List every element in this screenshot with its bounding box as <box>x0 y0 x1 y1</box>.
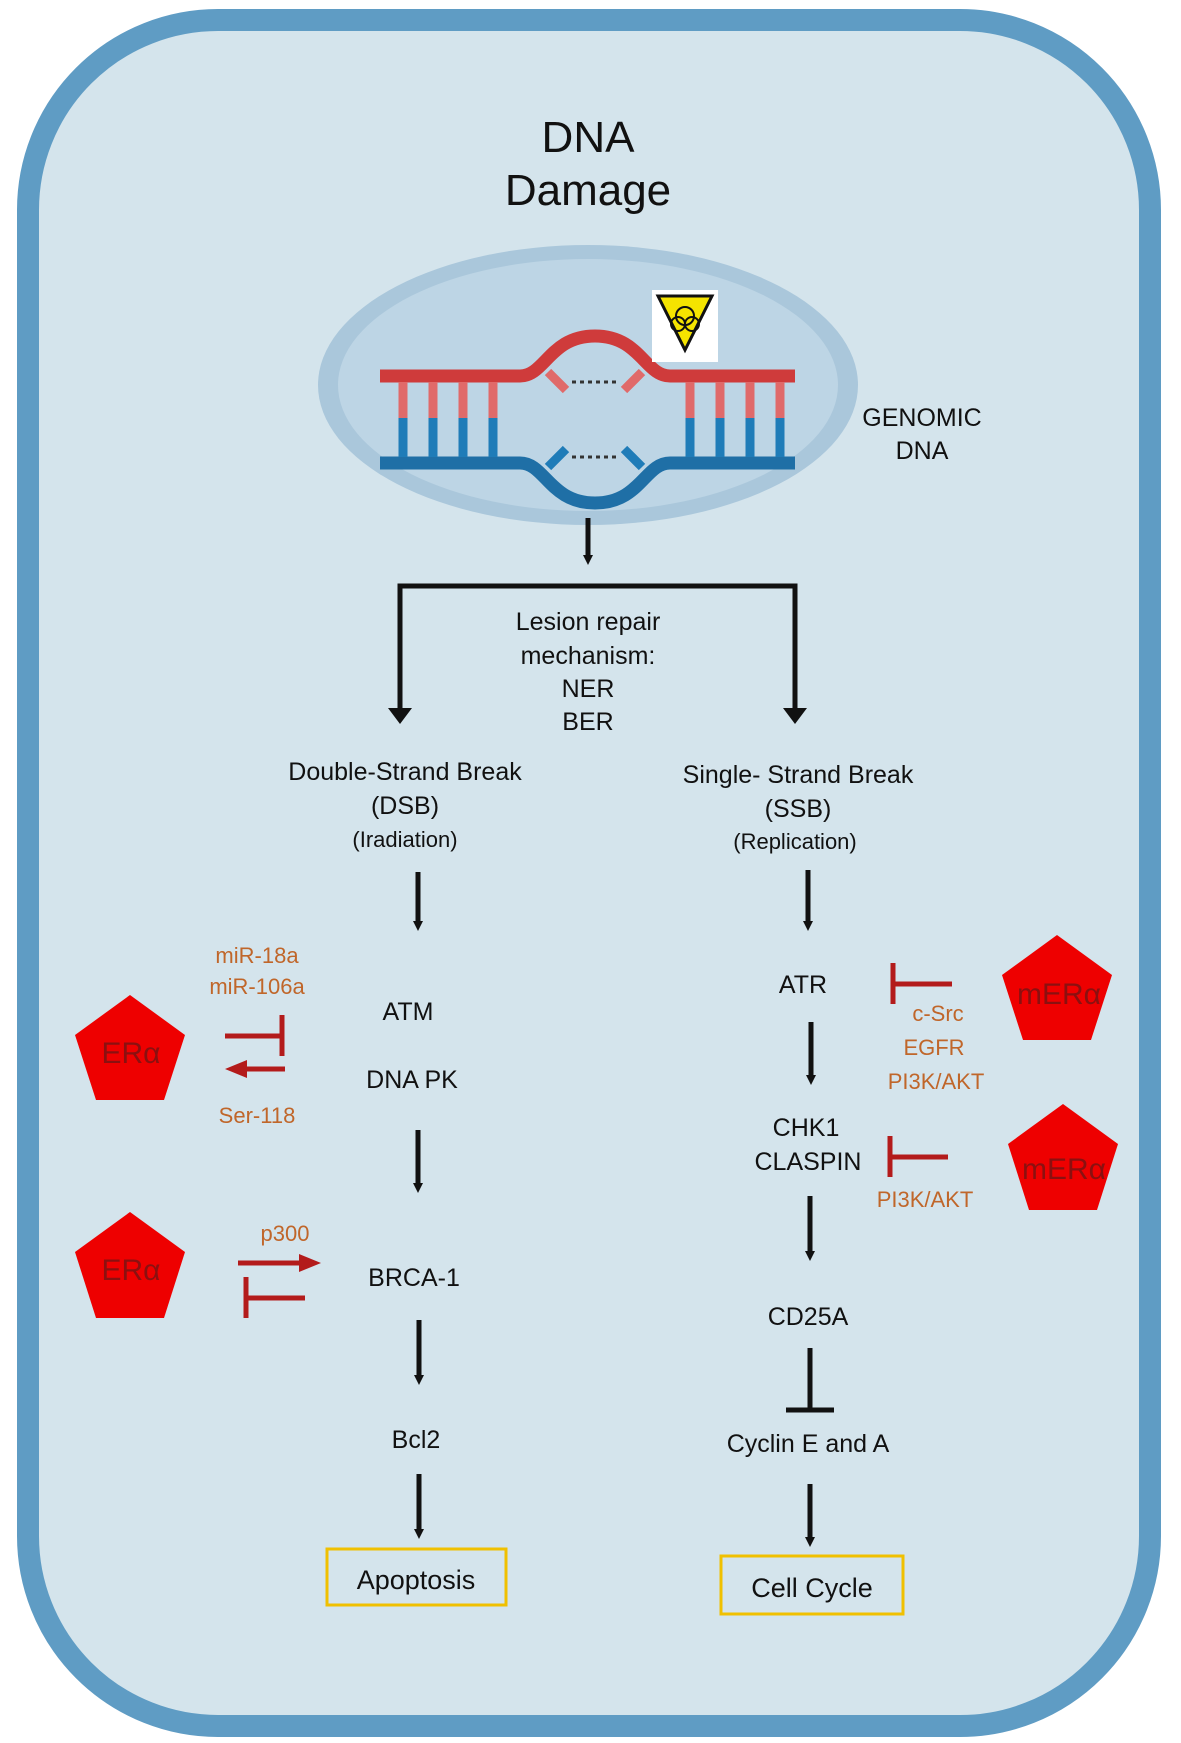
bcl2-node: Bcl2 <box>392 1426 441 1454</box>
era-label-lower: ERα <box>101 1254 160 1287</box>
mera-pentagon-lower <box>1008 1104 1118 1210</box>
cd25a-node: CD25A <box>768 1303 849 1331</box>
era-label-upper: ERα <box>101 1037 160 1070</box>
genomic-dna-label-1: GENOMIC <box>862 404 981 432</box>
lesion-repair-line-2: mechanism: <box>521 642 656 670</box>
apoptosis-box <box>325 1547 508 1607</box>
brca1-node: BRCA-1 <box>368 1264 460 1292</box>
claspin-node: CLASPIN <box>755 1148 862 1176</box>
title-line-1: DNA <box>542 113 636 162</box>
mera-label-upper: mERα <box>1017 978 1101 1011</box>
mera-pentagon-upper <box>1002 935 1112 1040</box>
genomic-dna-label-2: DNA <box>896 437 949 465</box>
dsb-heading-1: Double-Strand Break <box>288 758 522 786</box>
era-pentagon-lower <box>75 1212 185 1318</box>
cell-cycle-label: Cell Cycle <box>751 1573 873 1603</box>
mir106a-label: miR-106a <box>209 974 305 999</box>
title-line-2: Damage <box>505 166 671 215</box>
chk1-node: CHK1 <box>773 1114 840 1142</box>
branch-arrowhead-left <box>388 708 412 724</box>
apoptosis-label: Apoptosis <box>357 1565 476 1595</box>
branch-bracket <box>397 583 798 718</box>
ssb-heading-3: (Replication) <box>733 829 857 854</box>
cell-cycle-box <box>719 1554 905 1616</box>
mera-label-lower: mERα <box>1022 1153 1106 1186</box>
egfr-label: EGFR <box>903 1035 964 1060</box>
ssb-heading-2: (SSB) <box>765 795 832 823</box>
ssb-heading-1: Single- Strand Break <box>683 761 914 789</box>
dsb-heading-3: (Iradiation) <box>352 827 457 852</box>
atm-node: ATM <box>383 998 434 1026</box>
mir18a-label: miR-18a <box>215 943 299 968</box>
radiation-hazard-icon <box>652 290 718 362</box>
p300-label: p300 <box>261 1221 310 1246</box>
lesion-repair-line-1: Lesion repair <box>516 608 661 636</box>
pi3k-label-lower: PI3K/AKT <box>877 1187 974 1212</box>
branch-arrowhead-right <box>783 708 807 724</box>
ser118-label: Ser-118 <box>219 1103 296 1128</box>
dna-lesion-icon <box>380 329 795 510</box>
era-pentagon-upper <box>75 995 185 1100</box>
cell-membrane <box>17 9 1161 1737</box>
atr-node: ATR <box>779 971 827 999</box>
dsb-heading-2: (DSB) <box>371 792 439 820</box>
dna-pk-node: DNA PK <box>366 1066 458 1094</box>
cyclin-node: Cyclin E and A <box>727 1430 890 1458</box>
csrc-label: c-Src <box>912 1001 963 1026</box>
lesion-repair-line-3: NER <box>562 675 615 703</box>
pi3k-label-upper: PI3K/AKT <box>888 1069 985 1094</box>
lesion-repair-line-4: BER <box>562 708 613 736</box>
